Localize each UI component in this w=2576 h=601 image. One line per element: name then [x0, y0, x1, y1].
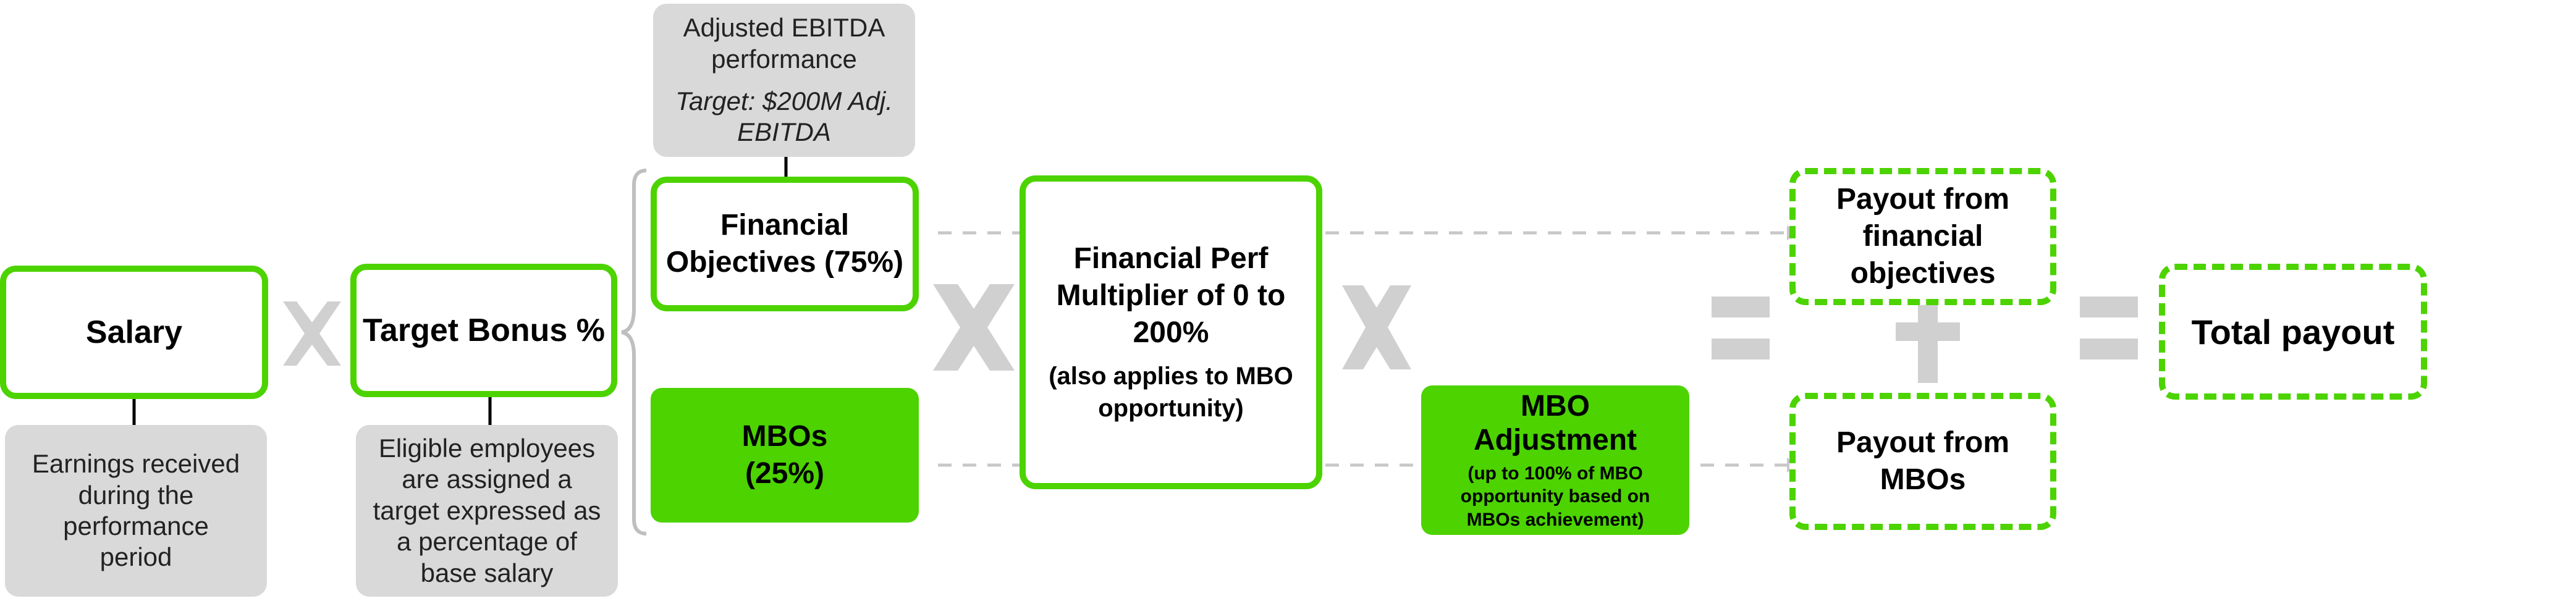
equals-icon-1	[1712, 296, 1770, 359]
target-bonus-box: Target Bonus %	[350, 264, 617, 397]
payout-mbos-box: Payout from MBOs	[1789, 393, 2056, 530]
mbo-adjustment-title: MBO Adjustment	[1474, 389, 1637, 456]
total-payout-title: Total payout	[2191, 312, 2395, 351]
target-bonus-note: Eligible employees are assigned a target…	[356, 425, 618, 597]
payout-mbos-title: Payout from MBOs	[1836, 426, 2010, 496]
mbo-adjustment-box: MBO Adjustment (up to 100% of MBO opport…	[1421, 385, 1689, 535]
multiplier-title: Financial Perf Multiplier of 0 to 200%	[1056, 242, 1286, 349]
times-icon-1	[283, 301, 341, 366]
times-icon-2	[933, 284, 1015, 371]
multiplier-sub: (also applies to MBO opportunity)	[1049, 363, 1293, 422]
plus-icon	[1896, 301, 1960, 383]
salary-note-text: Earnings received during the performance…	[32, 449, 240, 572]
payout-financial-title: Payout from financial objectives	[1836, 183, 2010, 290]
mbos-title: MBOs (25%)	[741, 420, 828, 490]
ebitda-box: Adjusted EBITDA performance Target: $200…	[653, 4, 915, 157]
total-payout-box: Total payout	[2159, 264, 2427, 400]
brace	[621, 169, 647, 536]
mbos-box: MBOs (25%)	[651, 388, 919, 523]
equals-icon-2	[2080, 296, 2138, 359]
financial-objectives-box: Financial Objectives (75%)	[651, 177, 919, 311]
target-bonus-title: Target Bonus %	[363, 312, 605, 348]
mbo-adjustment-sub: (up to 100% of MBO opportunity based on …	[1460, 463, 1650, 530]
salary-title: Salary	[85, 314, 183, 350]
target-bonus-note-text: Eligible employees are assigned a target…	[373, 434, 601, 587]
multiplier-box: Financial Perf Multiplier of 0 to 200% (…	[1020, 175, 1322, 489]
salary-box: Salary	[0, 266, 268, 399]
ebitda-line2: Target: $200M Adj. EBITDA	[675, 86, 893, 147]
payout-financial-box: Payout from financial objectives	[1789, 168, 2056, 305]
salary-note: Earnings received during the performance…	[5, 425, 267, 597]
ebitda-line1: Adjusted EBITDA performance	[683, 13, 885, 74]
financial-objectives-title: Financial Objectives (75%)	[665, 209, 904, 279]
times-icon-3	[1342, 285, 1411, 369]
